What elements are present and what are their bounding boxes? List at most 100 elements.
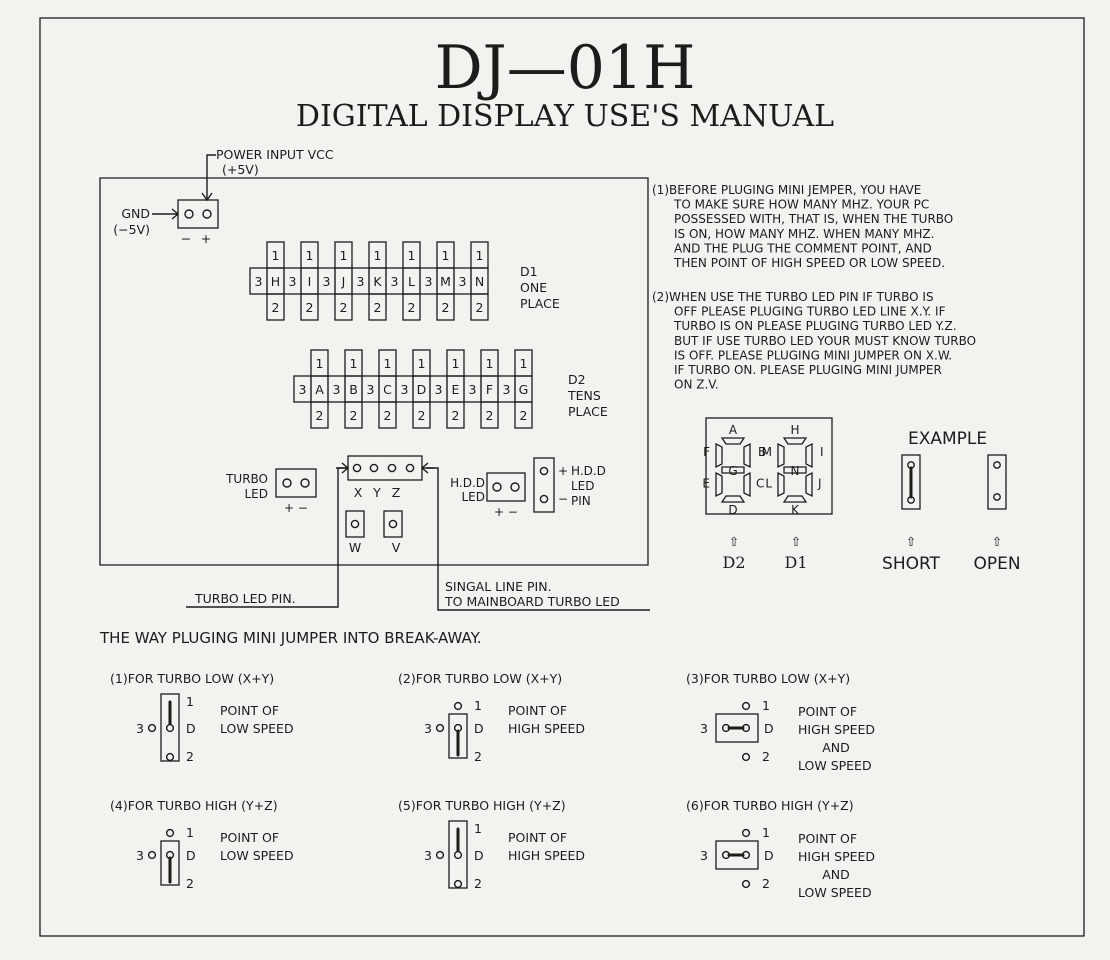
d1-pin-cell: L: [408, 274, 415, 289]
d2-pin-cell: 3: [333, 382, 341, 397]
d1-bottom-pin: 2: [306, 300, 314, 315]
d2-bottom-pin: 2: [520, 408, 528, 423]
case-desc-line: LOW SPEED: [798, 758, 872, 773]
pin-3-label: 3: [700, 848, 708, 863]
case-desc-line: POINT OF: [798, 831, 857, 846]
hdd-led-polarity: + −: [494, 505, 518, 519]
d2-top-pin: 1: [350, 356, 358, 371]
pin-2-label: 2: [762, 749, 770, 764]
case-desc-line: LOW SPEED: [798, 885, 872, 900]
example-short-label: SHORT: [882, 554, 941, 574]
segment-label: L: [765, 477, 772, 491]
pin-d-label: D: [186, 848, 196, 863]
segment-label: N: [791, 464, 800, 478]
d2-pin-cell: F: [486, 382, 493, 397]
d2-bottom-pin: 2: [316, 408, 324, 423]
case-title: (1)FOR TURBO LOW (X+Y): [110, 671, 274, 686]
pin-plus: [202, 209, 212, 219]
d2-pin-cell: E: [452, 382, 460, 397]
d2-pin-cell: A: [315, 382, 324, 397]
case-desc-line: HIGH SPEED: [508, 721, 585, 736]
d1-top-pin: 1: [374, 248, 382, 263]
hdd-led-line2: LED: [461, 490, 485, 504]
note2-line: TURBO IS ON PLEASE PLUGING TURBO LED Y.Z…: [673, 319, 957, 333]
note1-line: (1)BEFORE PLUGING MINI JEMPER, YOU HAVE: [652, 183, 921, 197]
pin-1-label: 1: [186, 825, 194, 840]
pin-3-label: 3: [136, 721, 144, 736]
d2-pin-cell: C: [383, 382, 392, 397]
turbo-led-connector: TURBO LED + −: [225, 468, 317, 515]
power-vcc-value: (+5V): [222, 162, 259, 177]
d1-line2: PLACE: [520, 296, 560, 311]
segment-label: M: [762, 445, 772, 459]
display-outline: [705, 417, 833, 515]
case-title: (2)FOR TURBO LOW (X+Y): [398, 671, 562, 686]
d1-bottom-pin: 2: [408, 300, 416, 315]
segment-label: E: [702, 477, 710, 491]
pin-2-label: 2: [762, 876, 770, 891]
pin-3-label: 3: [424, 848, 432, 863]
d1-pin-cell: I: [308, 274, 312, 289]
case-title: (6)FOR TURBO HIGH (Y+Z): [686, 798, 854, 813]
note1-line: AND THE PLUG THE COMMENT POINT, AND: [674, 241, 932, 255]
case-title: (4)FOR TURBO HIGH (Y+Z): [110, 798, 278, 813]
case-title: (3)FOR TURBO LOW (X+Y): [686, 671, 850, 686]
pin-1-label: 1: [186, 694, 194, 709]
segment-label: D: [728, 503, 737, 517]
d1-top-pin: 1: [442, 248, 450, 263]
d1-bottom-pin: 2: [272, 300, 280, 315]
power-connector: POWER INPUT VCC (+5V) GND (−5V) − +: [113, 147, 334, 246]
segment-label: K: [791, 503, 800, 517]
hdd-pin-line1: H.D.D: [571, 464, 606, 478]
d2-pin-cell: B: [349, 382, 358, 397]
d2-pin-cell: 3: [435, 382, 443, 397]
d1-top-pin: 1: [306, 248, 314, 263]
d1-line1: ONE: [520, 280, 547, 295]
pin-2-label: 2: [474, 876, 482, 891]
d2-bottom-pin: 2: [350, 408, 358, 423]
note2-line: IF TURBO ON. PLEASE PLUGING MINI JUMPER: [674, 363, 942, 377]
turbo-led-line1: TURBO: [225, 472, 268, 486]
d2-pin-cell: G: [519, 382, 529, 397]
note1-line: IS ON, HOW MANY MHZ. WHEN MANY MHZ.: [674, 227, 934, 241]
case-title: (5)FOR TURBO HIGH (Y+Z): [398, 798, 566, 813]
d2-top-pin: 1: [520, 356, 528, 371]
hdd-pin-line2: LED: [571, 479, 595, 493]
hdd-led-connector: H.D.D LED + −: [450, 472, 526, 519]
d2-pin-cell: 3: [299, 382, 307, 397]
power-gnd-label: GND: [121, 206, 150, 221]
note2-line: (2)WHEN USE THE TURBO LED PIN IF TURBO I…: [652, 290, 934, 304]
d2-top-pin: 1: [452, 356, 460, 371]
title: DJ—01H: [435, 33, 696, 103]
d2-top-pin: 1: [418, 356, 426, 371]
note1-line: POSSESSED WITH, THAT IS, WHEN THE TURBO: [674, 212, 953, 226]
case-desc-line: POINT OF: [798, 704, 857, 719]
section-title: THE WAY PLUGING MINI JUMPER INTO BREAK-A…: [99, 629, 481, 647]
pin-d-label: D: [474, 848, 484, 863]
segment-label: J: [817, 477, 822, 491]
d1-figure-label: D1: [784, 553, 807, 572]
note-1: (1)BEFORE PLUGING MINI JEMPER, YOU HAVE T…: [652, 183, 953, 270]
note1-line: THEN POINT OF HIGH SPEED OR LOW SPEED.: [673, 256, 945, 270]
d1-pin-cell: 3: [391, 274, 399, 289]
pin-z-label: Z: [392, 485, 401, 500]
d1-top-pin: 1: [340, 248, 348, 263]
signal-line-callout-2: TO MAINBOARD TURBO LED: [444, 594, 620, 609]
d1-top-pin: 1: [408, 248, 416, 263]
xyz-connector: X Y Z W V: [336, 455, 434, 555]
pin-2-label: 2: [474, 749, 482, 764]
d1-top-pin: 1: [272, 248, 280, 263]
d2-bottom-pin: 2: [486, 408, 494, 423]
pin-d-label: D: [186, 721, 196, 736]
hdd-pin-minus: −: [558, 492, 568, 506]
d1-pin-cell: K: [373, 274, 382, 289]
power-vcc-label: POWER INPUT VCC: [216, 147, 334, 162]
segment-label: I: [820, 445, 824, 459]
d1-pin-cell: 3: [425, 274, 433, 289]
